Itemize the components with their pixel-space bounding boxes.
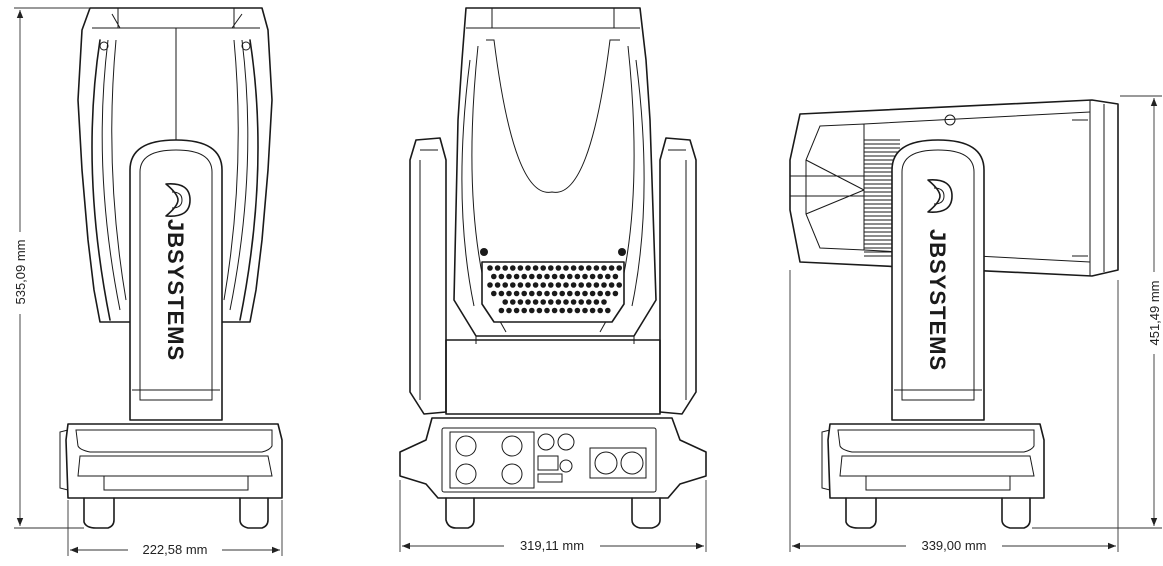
vent-grille: [487, 265, 622, 314]
side-view: JBSYSTEMS: [789, 99, 1119, 529]
front-brand-text: JBSYSTEMS: [163, 219, 188, 361]
rear-width-label: 319,11 mm: [520, 538, 584, 553]
side-brand-text: JBSYSTEMS: [925, 229, 950, 371]
side-height-label: 451,49 mm: [1147, 280, 1162, 345]
front-width-label: 222,58 mm: [142, 542, 207, 557]
rear-view: [399, 7, 707, 529]
side-width-label: 339,00 mm: [921, 538, 986, 553]
front-view: JBSYSTEMS: [59, 7, 283, 529]
front-height-label: 535,09 mm: [13, 239, 28, 304]
dimension-lines: 535,09 mm 222,58 mm 319,11 mm 339,00 mm …: [12, 7, 1162, 557]
